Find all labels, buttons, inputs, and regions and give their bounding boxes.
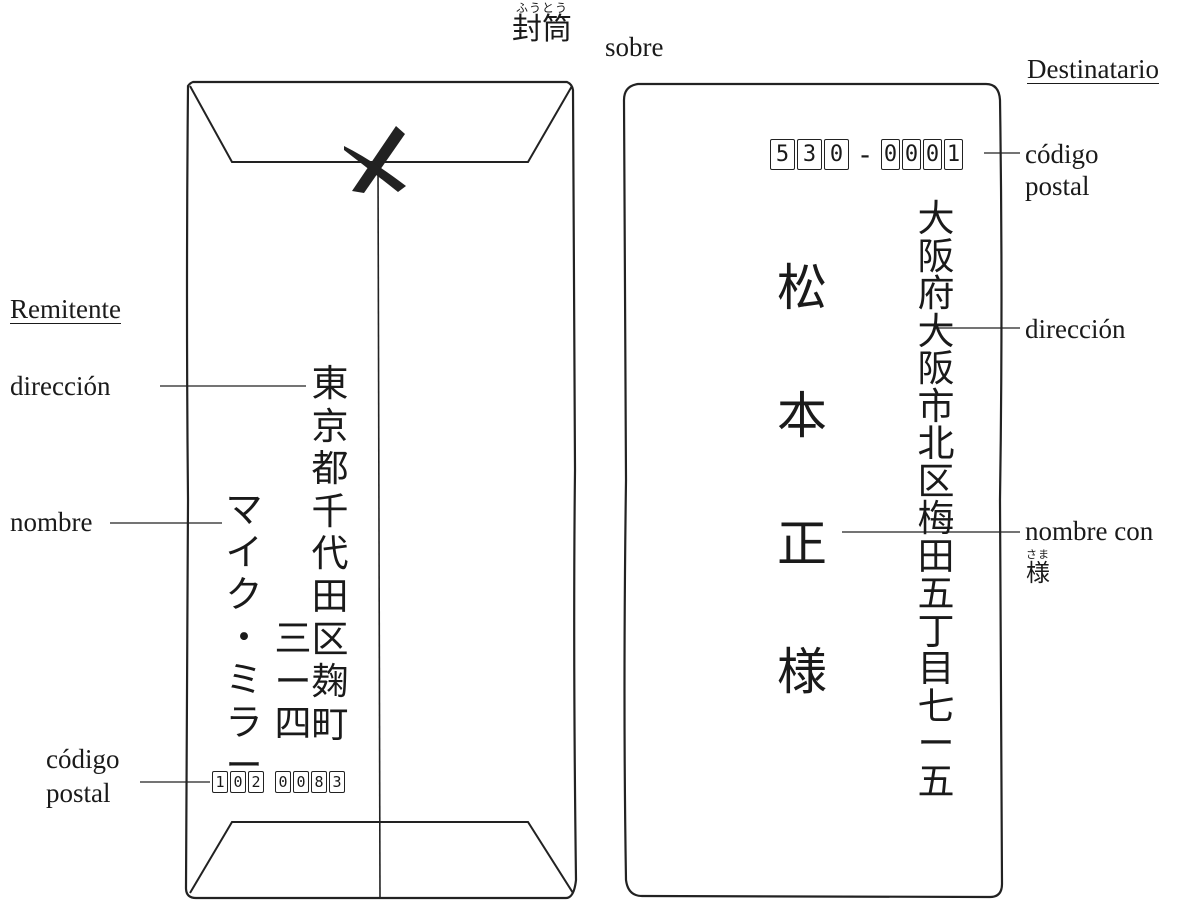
seal-mark xyxy=(352,126,405,193)
postal-digit: 5 xyxy=(770,139,795,170)
char: 阪 xyxy=(917,234,955,278)
sender-address-line2: 三 ー 四 xyxy=(271,617,315,746)
char: 田 xyxy=(917,534,955,578)
recipient-address: 大 阪 府 大 阪 市 北 区 梅 田 五 丁 目 七 ー 五 xyxy=(914,200,958,800)
char: イ xyxy=(225,530,263,574)
postal-digit: 0 xyxy=(824,139,849,170)
char: 様 xyxy=(777,643,827,701)
char: 丁 xyxy=(917,609,955,653)
title-kanji-text: 封筒 xyxy=(512,13,572,46)
char: マ xyxy=(225,488,263,531)
char: 区 xyxy=(311,617,349,661)
back-envelope-outline xyxy=(184,80,578,900)
back-envelope-bottom-flap xyxy=(189,821,574,894)
sender-postal-code: 1 0 2 0 0 8 3 xyxy=(212,771,345,793)
sender-address-line1: 東 京 都 千 代 田 区 麹 町 xyxy=(308,362,352,746)
char: 府 xyxy=(917,272,955,315)
postal-digit: 0 xyxy=(230,771,246,793)
title-furigana: ふうとう xyxy=(515,1,568,15)
char: 本 xyxy=(777,387,827,445)
recipient-postal-label-line1: código xyxy=(1025,139,1099,169)
sama-furigana: さま xyxy=(1026,549,1050,561)
char: 市 xyxy=(917,384,955,428)
sender-name: マ イ ク ・ ミ ラ ー xyxy=(222,488,266,787)
back-envelope-seam xyxy=(377,161,381,899)
char: ク xyxy=(225,573,263,617)
char: 七 xyxy=(917,684,955,728)
sender-address-label: dirección xyxy=(10,371,111,401)
char: 五 xyxy=(917,759,955,803)
char: ミ xyxy=(225,658,263,702)
sender-name-label: nombre xyxy=(10,507,93,537)
char: ー xyxy=(917,722,955,765)
recipient-name: 松 本 正 様 xyxy=(770,224,834,736)
char: ー xyxy=(274,659,312,703)
char: 三 xyxy=(274,617,312,660)
postal-digit: 3 xyxy=(329,771,345,793)
postal-dash: - xyxy=(856,138,874,171)
title-meaning: sobre xyxy=(605,32,664,62)
front-envelope-outline xyxy=(622,82,1004,899)
recipient-postal-label-line2: postal xyxy=(1025,171,1090,201)
recipient-name-label: nombre con xyxy=(1025,516,1154,546)
char: 町 xyxy=(311,702,349,746)
postal-digit: 2 xyxy=(248,771,264,793)
sender-heading: Remitente xyxy=(10,294,121,324)
recipient-address-label: dirección xyxy=(1025,314,1126,344)
char: 北 xyxy=(917,422,955,465)
char: 四 xyxy=(274,702,312,746)
char: ラ xyxy=(225,700,263,744)
char: 梅 xyxy=(917,497,955,540)
char: 都 xyxy=(311,447,349,491)
char: 麹 xyxy=(311,660,349,704)
sama-kanji: 様 xyxy=(1026,561,1050,587)
postal-digit: 0 xyxy=(293,771,309,793)
char: 五 xyxy=(917,572,955,615)
sender-postal-group-a: 1 0 2 xyxy=(212,771,264,793)
char: 東 xyxy=(311,362,349,405)
char: 代 xyxy=(311,532,349,576)
postal-digit: 1 xyxy=(944,139,963,170)
char: 松 xyxy=(777,259,827,317)
char: 大 xyxy=(917,197,955,240)
postal-digit: 0 xyxy=(881,139,900,170)
sender-postal-label-line2: postal xyxy=(46,778,111,808)
char: 目 xyxy=(917,647,955,690)
char: 京 xyxy=(311,404,349,448)
postal-digit: 0 xyxy=(923,139,942,170)
recipient-postal-group-b: 0 0 0 1 xyxy=(881,139,963,170)
char: ・ xyxy=(225,615,263,659)
postal-digit: 1 xyxy=(212,771,228,793)
recipient-heading: Destinatario xyxy=(1027,54,1159,84)
sender-postal-label-line1: código xyxy=(46,744,120,774)
title-kanji: ふうとう 封筒 xyxy=(512,2,572,45)
postal-digit: 8 xyxy=(311,771,327,793)
recipient-sama-label: さま 様 xyxy=(1026,549,1050,587)
recipient-postal-code: 5 3 0 - 0 0 0 1 xyxy=(770,138,963,171)
char: 阪 xyxy=(917,347,955,390)
postal-digit: 3 xyxy=(797,139,822,170)
char: 正 xyxy=(777,515,827,573)
char: 大 xyxy=(917,309,955,353)
char: 区 xyxy=(917,459,955,503)
seal-mark-stroke xyxy=(344,146,406,192)
sender-postal-group-b: 0 0 8 3 xyxy=(275,771,345,793)
char: ー xyxy=(225,743,263,787)
postal-digit: 0 xyxy=(902,139,921,170)
recipient-postal-group-a: 5 3 0 xyxy=(770,139,849,170)
sender-postal-label: código postal xyxy=(46,742,120,810)
char: 千 xyxy=(311,489,349,533)
postal-digit: 0 xyxy=(275,771,291,793)
recipient-postal-label: código postal xyxy=(1025,138,1099,202)
char: 田 xyxy=(311,574,349,618)
